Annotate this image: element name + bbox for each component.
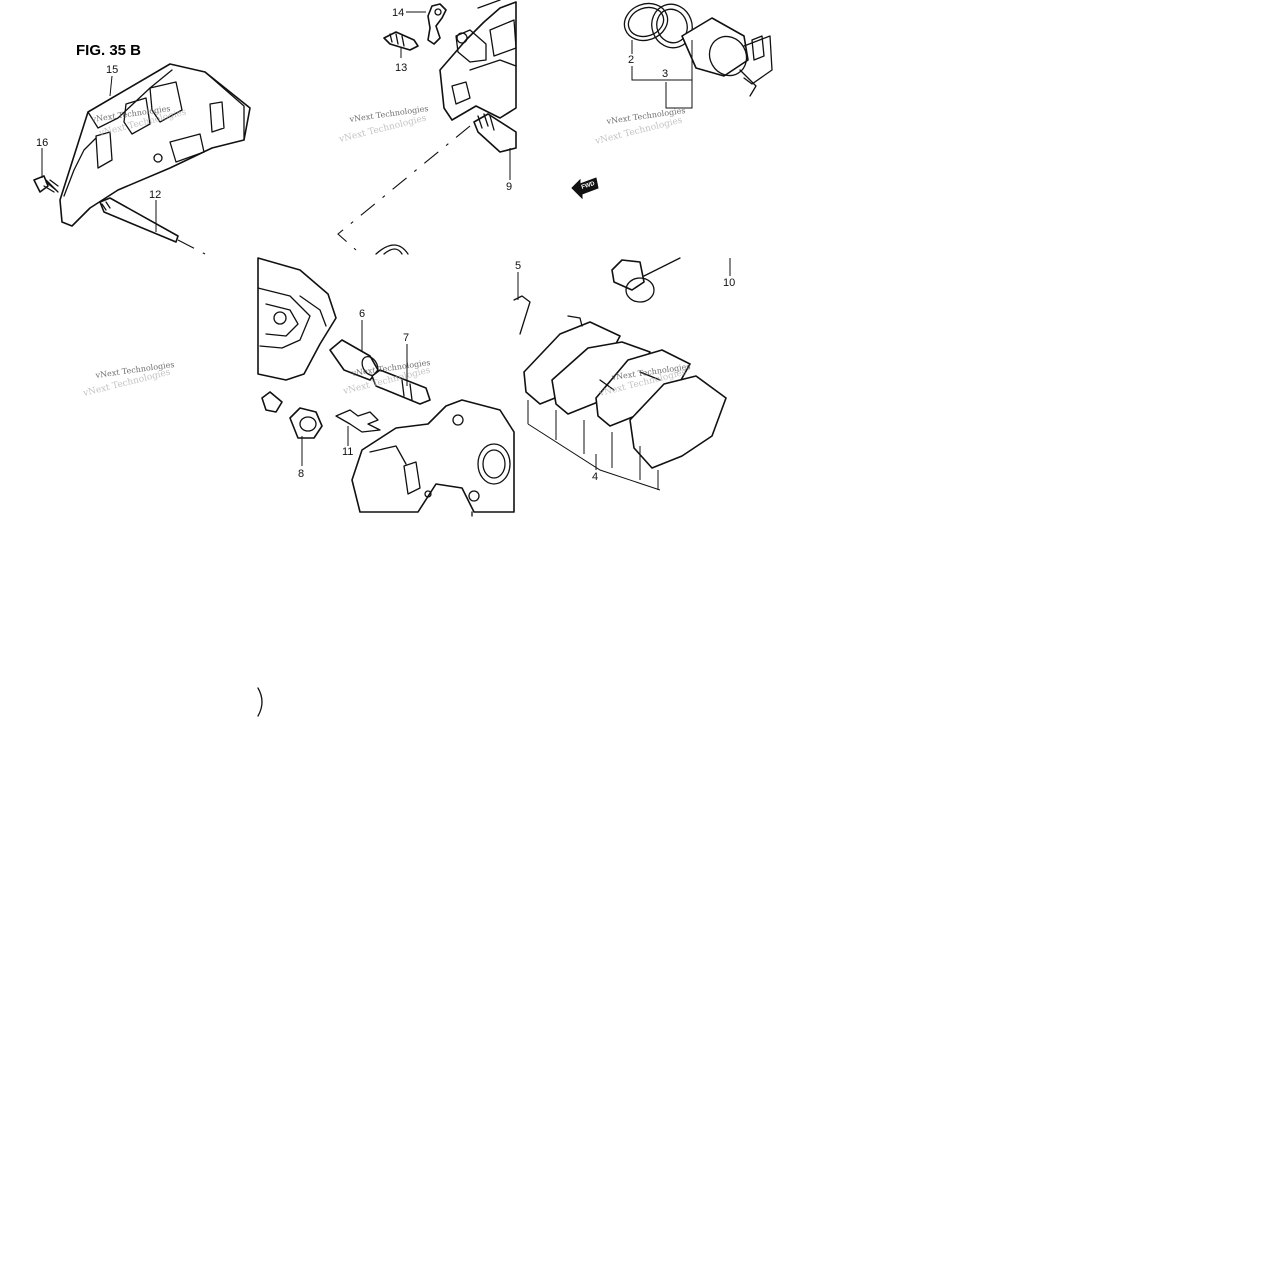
caliper-bracket	[351, 399, 515, 517]
upper-caliper-body	[439, 0, 517, 121]
part-7-pin	[371, 369, 431, 405]
part-3-dust-seal	[651, 3, 693, 49]
callout-11: 11	[342, 446, 353, 458]
piston	[681, 17, 773, 97]
callout-10: 10	[723, 277, 735, 289]
part-5-pad-spring	[513, 295, 531, 335]
part-4-brake-pads	[523, 315, 727, 491]
fwd-label: FWD	[581, 181, 596, 191]
callout-8: 8	[298, 468, 304, 480]
callout-9: 9	[506, 181, 512, 193]
callout-3: 3	[662, 68, 668, 80]
callout-14: 14	[392, 7, 404, 19]
forward-direction-badge: FWD	[571, 177, 599, 200]
part-11-clip	[335, 409, 381, 433]
callout-2: 2	[628, 54, 634, 66]
part-13-bleeder-screw	[383, 31, 419, 51]
part-16-bolt	[33, 175, 59, 193]
part-9-pin-bolt	[473, 113, 517, 153]
lower-pin-stub	[261, 391, 283, 413]
lower-caliper-body-left	[257, 257, 337, 381]
part-8-boot	[289, 407, 323, 439]
callout-5: 5	[515, 260, 521, 272]
part-10-pad-pin-clip	[611, 257, 681, 303]
part-15-caliper-guard	[59, 63, 251, 227]
stray-mark	[257, 687, 263, 717]
figure-title: FIG. 35 B	[76, 42, 141, 59]
callout-16: 16	[36, 137, 48, 149]
part-12-pin	[99, 197, 179, 243]
callout-13: 13	[395, 62, 407, 74]
part-2-piston-seal	[623, 2, 669, 42]
leader-lines	[41, 11, 731, 470]
callout-4: 4	[592, 471, 598, 483]
callout-6: 6	[359, 308, 365, 320]
part-6-sleeve	[329, 339, 379, 381]
part-14-bleeder-cap	[427, 3, 447, 45]
callout-12: 12	[149, 189, 161, 201]
callout-7: 7	[403, 332, 409, 344]
callout-15: 15	[106, 64, 118, 76]
